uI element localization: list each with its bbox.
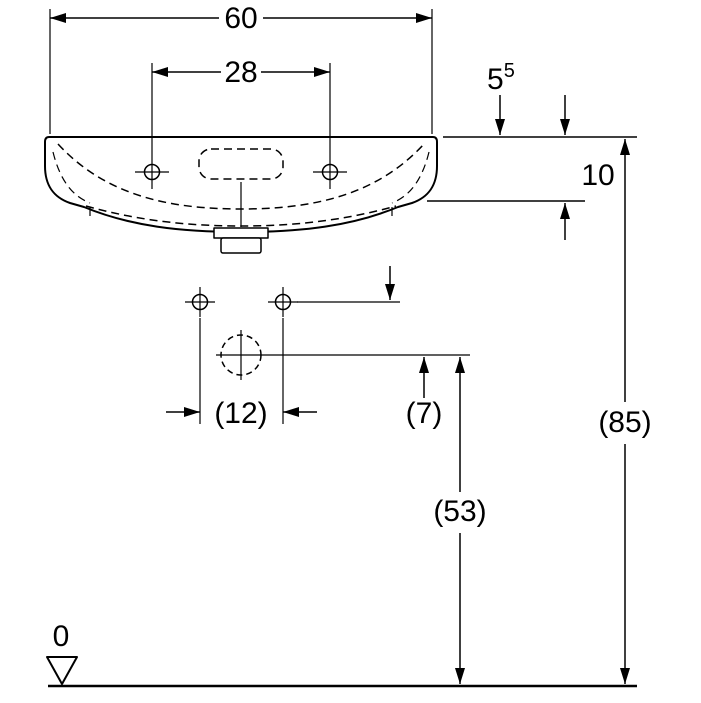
label-base: 5 [487, 63, 504, 96]
dimension-supply-spacing: (12) [166, 318, 317, 430]
datum-label: 0 [53, 620, 70, 653]
dimension-bowl-depth: 10 [560, 95, 615, 240]
trap-body [220, 237, 262, 254]
supply-connection-left [185, 287, 215, 317]
dimension-overall-height: (85) [598, 139, 652, 684]
dimension-label-supply-to-drain: (7) [406, 397, 443, 430]
trap-flange [213, 227, 269, 239]
overflow-outline-dashed [198, 148, 284, 180]
connections [185, 287, 470, 380]
dimension-label-supply-spacing: (12) [214, 397, 267, 430]
drain-trap [213, 227, 269, 254]
dimension-label-overall-height: (85) [598, 406, 651, 439]
basin-corner-left-dashed [52, 151, 91, 204]
datum-zero: 0 [46, 620, 78, 685]
dimension-label-bowl-depth: 10 [581, 159, 614, 192]
dimension-rim-to-tap: 55 [487, 60, 515, 135]
label-superscript: 5 [504, 60, 515, 82]
dimension-label-rim-to-tap: 55 [487, 60, 515, 96]
dimension-tap-spacing: 28 [151, 56, 331, 155]
dimension-label-drain-height: (53) [433, 495, 486, 528]
dimension-overall-width: 60 [49, 2, 433, 134]
tap-hole-left [135, 155, 169, 189]
dimension-label-tap-spacing: 28 [224, 56, 257, 89]
basin-corner-right-dashed [391, 151, 430, 204]
washbasin-front-view [44, 136, 438, 254]
supply-connection-right [268, 287, 298, 317]
datum-triangle-icon [46, 656, 78, 685]
tap-hole-right [313, 155, 347, 189]
drain-connection [216, 330, 470, 380]
dimension-label-overall-width: 60 [224, 2, 257, 35]
dimension-drain-height: (53) [433, 357, 487, 684]
dimension-supply-to-drain: (7) [385, 266, 443, 430]
